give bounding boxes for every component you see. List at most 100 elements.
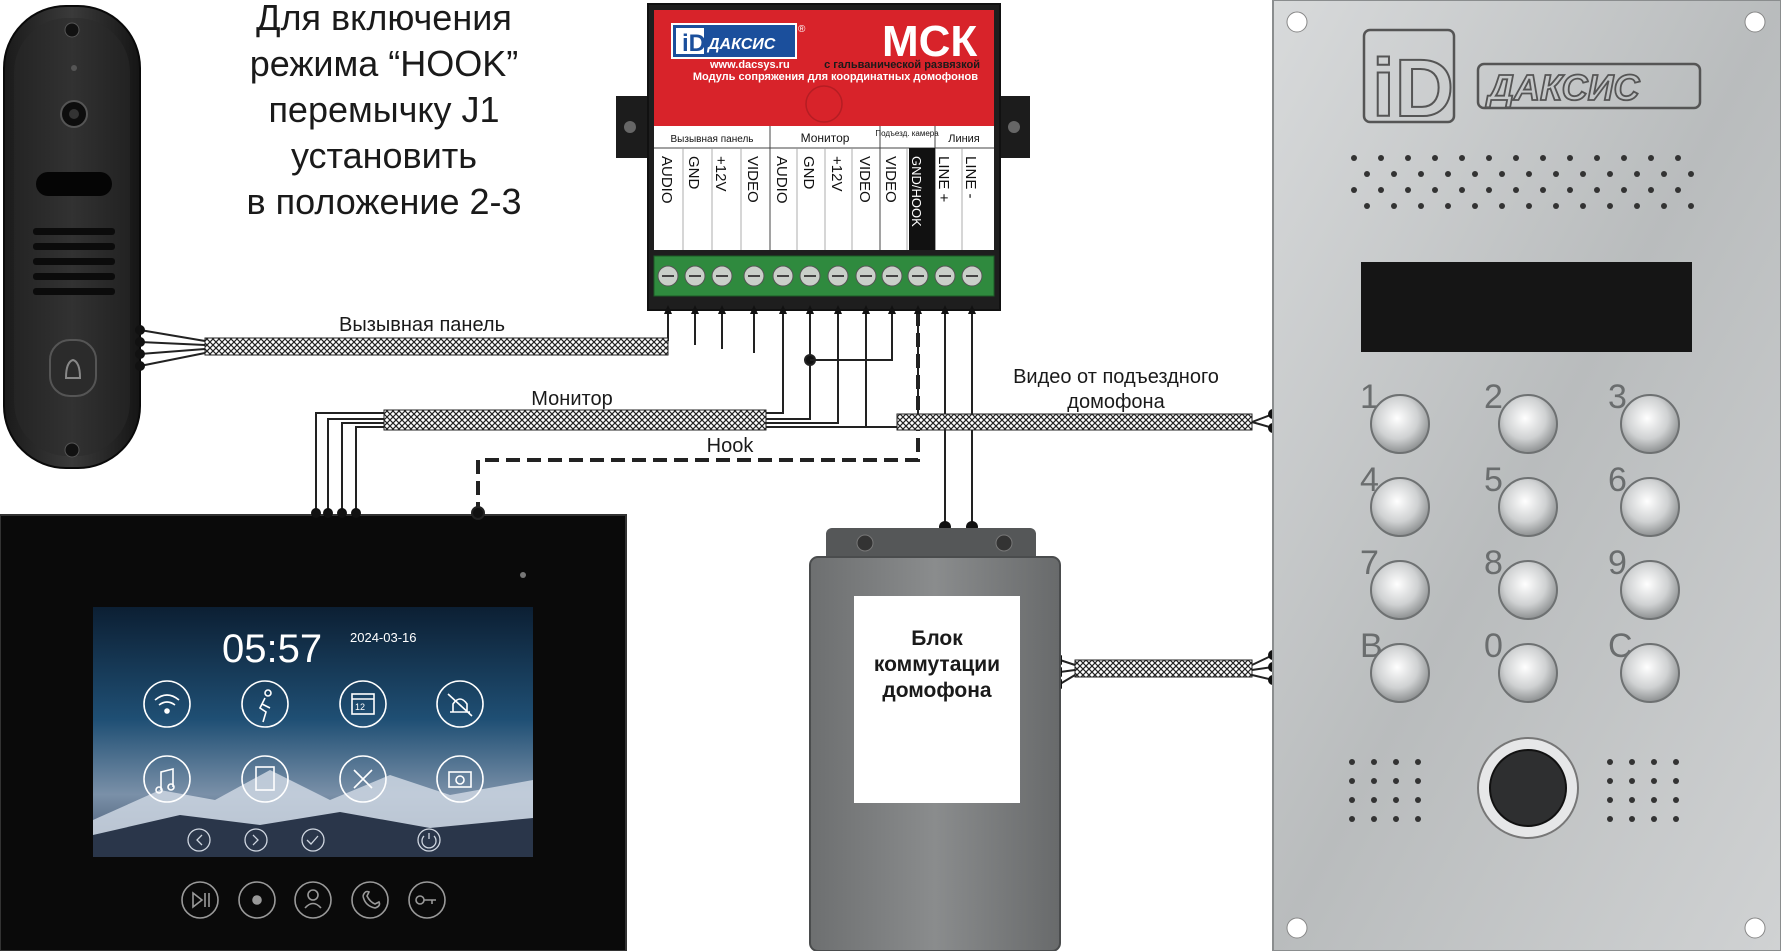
cable-entrance-video: [896, 413, 1253, 431]
speaker-hole: [1675, 155, 1681, 161]
label-entrance-video-1: Видео от подъездного: [1013, 366, 1219, 388]
terminal-label: VIDEO: [856, 156, 873, 203]
cable-call-panel: [204, 337, 669, 356]
instruction-line: в положение 2-3: [246, 181, 521, 222]
speaker-hole: [1513, 187, 1519, 193]
mic-hole: [1371, 816, 1377, 822]
led-icon: [71, 65, 77, 71]
speaker-hole: [1688, 171, 1694, 177]
mic-hole: [1629, 816, 1635, 822]
switch-block-line: коммутации: [874, 653, 1000, 676]
mic-hole: [1393, 759, 1399, 765]
group-monitor: Монитор: [801, 131, 850, 145]
speaker-hole: [1432, 155, 1438, 161]
nav-right-icon: [244, 828, 268, 852]
instruction-line: Для включения: [256, 0, 512, 38]
keypad-button: [1498, 643, 1558, 703]
keypad-button: [1370, 643, 1430, 703]
speaker-hole: [1459, 155, 1465, 161]
unlock-key-button: [408, 881, 446, 919]
wifi-icon: [143, 680, 191, 728]
instruction-line: режима “HOOK”: [250, 43, 519, 84]
mic-hole: [1607, 759, 1613, 765]
terminal-label: +12V: [828, 156, 845, 191]
speaker-hole: [1499, 171, 1505, 177]
mic-hole: [1673, 759, 1679, 765]
mic-hole: [1629, 778, 1635, 784]
label-entrance-video-2: домофона: [1067, 391, 1165, 413]
speaker-hole: [1621, 155, 1627, 161]
cable-switch-block: [1074, 659, 1253, 678]
msk-website: www.dacsys.ru: [709, 59, 790, 71]
speaker-grille: [33, 228, 115, 295]
mic-hole: [1607, 797, 1613, 803]
mic-hole: [1393, 778, 1399, 784]
record-button: [238, 881, 276, 919]
nav-left-icon: [187, 828, 211, 852]
mic-hole: [1371, 778, 1377, 784]
speaker-hole: [1432, 187, 1438, 193]
mic-hole: [1371, 759, 1377, 765]
sd-card-icon: [241, 755, 289, 803]
key-label: 0: [1484, 627, 1503, 665]
keypad-button: [1498, 394, 1558, 454]
keypad-button: [1620, 643, 1680, 703]
speaker-hole: [1634, 203, 1640, 209]
speaker-hole: [1607, 171, 1613, 177]
mic-hole: [1349, 816, 1355, 822]
speaker-hole: [1364, 203, 1370, 209]
msk-model: МСК: [882, 17, 977, 66]
key-reader: [1489, 749, 1567, 827]
keypad-button: [1370, 477, 1430, 537]
speaker-hole: [1553, 203, 1559, 209]
group-line: Линия: [948, 133, 980, 145]
speaker-hole: [1553, 171, 1559, 177]
instruction-text: Для включения режима “HOOK” перемычку J1…: [246, 0, 521, 222]
mic-hole: [1415, 778, 1421, 784]
msk-subtitle-2: Модуль сопряжения для координатных домоф…: [693, 71, 978, 83]
mic-hole: [1651, 816, 1657, 822]
speaker-hole: [1648, 187, 1654, 193]
mic-hole: [1629, 797, 1635, 803]
terminal-label: GND: [685, 156, 702, 190]
mic-hole: [1651, 797, 1657, 803]
tools-icon: [339, 755, 387, 803]
speaker-hole: [1445, 203, 1451, 209]
motion-icon: [241, 680, 289, 728]
play-pause-button: [181, 881, 219, 919]
speaker-hole: [1405, 155, 1411, 161]
terminal-label: LINE -: [962, 156, 979, 199]
speaker-hole: [1634, 171, 1640, 177]
calendar-icon: [339, 680, 387, 728]
calendar-day: 12: [355, 702, 365, 712]
power-icon: [417, 828, 441, 852]
terminal-screws: [657, 265, 983, 287]
terminal-label: AUDIO: [658, 156, 675, 204]
mic-hole: [1349, 759, 1355, 765]
keypad-button: [1370, 560, 1430, 620]
speaker-hole: [1688, 203, 1694, 209]
mic-hole: [1415, 816, 1421, 822]
terminal-label: VIDEO: [882, 156, 899, 203]
key-label: 7: [1360, 544, 1379, 582]
music-icon: [143, 755, 191, 803]
speaker-hole: [1391, 203, 1397, 209]
speaker-hole: [1567, 187, 1573, 193]
msk-module: iD ДАКСИС ® www.dacsys.ru МСК с гальвани…: [616, 3, 1030, 311]
speaker-hole: [1513, 155, 1519, 161]
speaker-hole: [1648, 155, 1654, 161]
instruction-line: перемычку J1: [268, 89, 499, 130]
speaker-hole: [1499, 203, 1505, 209]
entrance-logo: [1362, 28, 1702, 124]
keypad-button: [1498, 560, 1558, 620]
terminal-label: GND/HOOK: [909, 156, 924, 227]
speaker-hole: [1459, 187, 1465, 193]
speaker-hole: [1607, 203, 1613, 209]
speaker-hole: [1405, 187, 1411, 193]
speaker-hole: [1526, 203, 1532, 209]
speaker-hole: [1540, 155, 1546, 161]
confirm-icon: [301, 828, 325, 852]
